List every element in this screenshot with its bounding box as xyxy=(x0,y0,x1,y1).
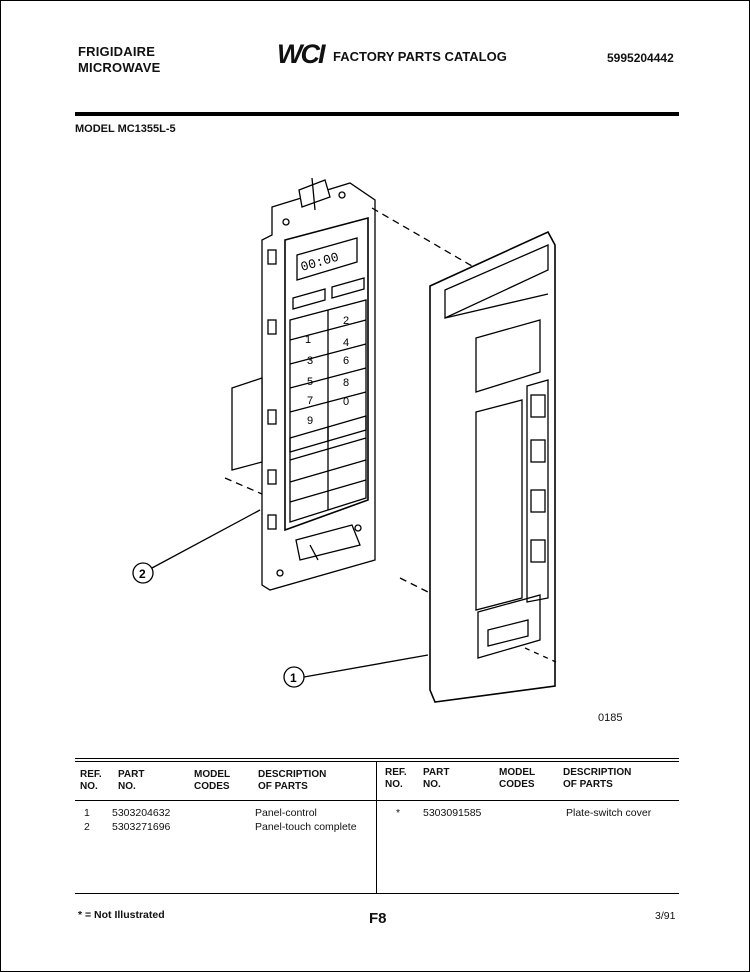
key-6: 6 xyxy=(343,355,349,367)
brand-name: FRIGIDAIRE xyxy=(78,44,156,59)
table-top-rule-2 xyxy=(75,761,679,762)
callout-1: 1 xyxy=(290,671,297,685)
header-part-no-right: PART NO. xyxy=(423,767,450,790)
wci-logo: WCI xyxy=(277,39,326,69)
row-1-desc: Panel-control xyxy=(255,807,317,819)
row-2-desc: Panel-touch complete xyxy=(255,821,357,833)
key-4: 4 xyxy=(343,337,349,349)
row-1-ref: 1 xyxy=(84,807,90,819)
callout-2: 2 xyxy=(139,567,146,581)
page-code: F8 xyxy=(369,910,387,927)
row-2-part: 5303271696 xyxy=(112,821,171,833)
key-9: 9 xyxy=(307,415,313,427)
catalog-title: FACTORY PARTS CATALOG xyxy=(333,49,507,64)
header-description-right: DESCRIPTION OF PARTS xyxy=(563,767,632,790)
display-window xyxy=(296,237,358,281)
header-model-codes-left: MODEL CODES xyxy=(194,769,230,792)
key-0: 0 xyxy=(343,396,349,408)
row-r1-part: 5303091585 xyxy=(423,807,482,819)
row-r1-ref: * xyxy=(396,807,401,819)
brand-block: FRIGIDAIRE MICROWAVE xyxy=(78,44,160,76)
model-number: MODEL MC1355L-5 xyxy=(75,123,176,135)
table-header-rule xyxy=(75,800,679,801)
table-top-rule xyxy=(75,758,679,759)
key-8: 8 xyxy=(343,377,349,389)
touch-panel xyxy=(284,216,369,532)
row-2-ref: 2 xyxy=(84,821,90,833)
key-5: 5 xyxy=(307,376,313,388)
header-part-no-left: PART NO. xyxy=(118,769,145,792)
figure-code: 0185 xyxy=(598,712,623,724)
key-1: 1 xyxy=(305,334,311,346)
header-model-codes-right: MODEL CODES xyxy=(499,767,535,790)
table-divider xyxy=(376,761,377,893)
revision-date: 3/91 xyxy=(655,910,676,922)
not-illustrated-note: * = Not Illustrated xyxy=(78,909,165,921)
key-3: 3 xyxy=(307,355,313,367)
door-front xyxy=(429,230,556,703)
key-2: 2 xyxy=(343,315,349,327)
header-ref-no-left: REF. NO. xyxy=(80,769,102,792)
table-bottom-rule xyxy=(75,893,679,894)
catalog-number: 5995204442 xyxy=(607,51,674,65)
product-type: MICROWAVE xyxy=(78,60,161,75)
row-1-part: 5303204632 xyxy=(112,807,171,819)
parts-diagram: 00:00 1 2 3 4 5 6 7 8 9 0 2 1 xyxy=(132,177,557,703)
header-rule xyxy=(75,112,679,116)
header-ref-no-right: REF. NO. xyxy=(385,767,407,790)
key-7: 7 xyxy=(307,395,313,407)
row-r1-desc: Plate-switch cover xyxy=(566,807,652,819)
header-description-left: DESCRIPTION OF PARTS xyxy=(258,769,327,792)
